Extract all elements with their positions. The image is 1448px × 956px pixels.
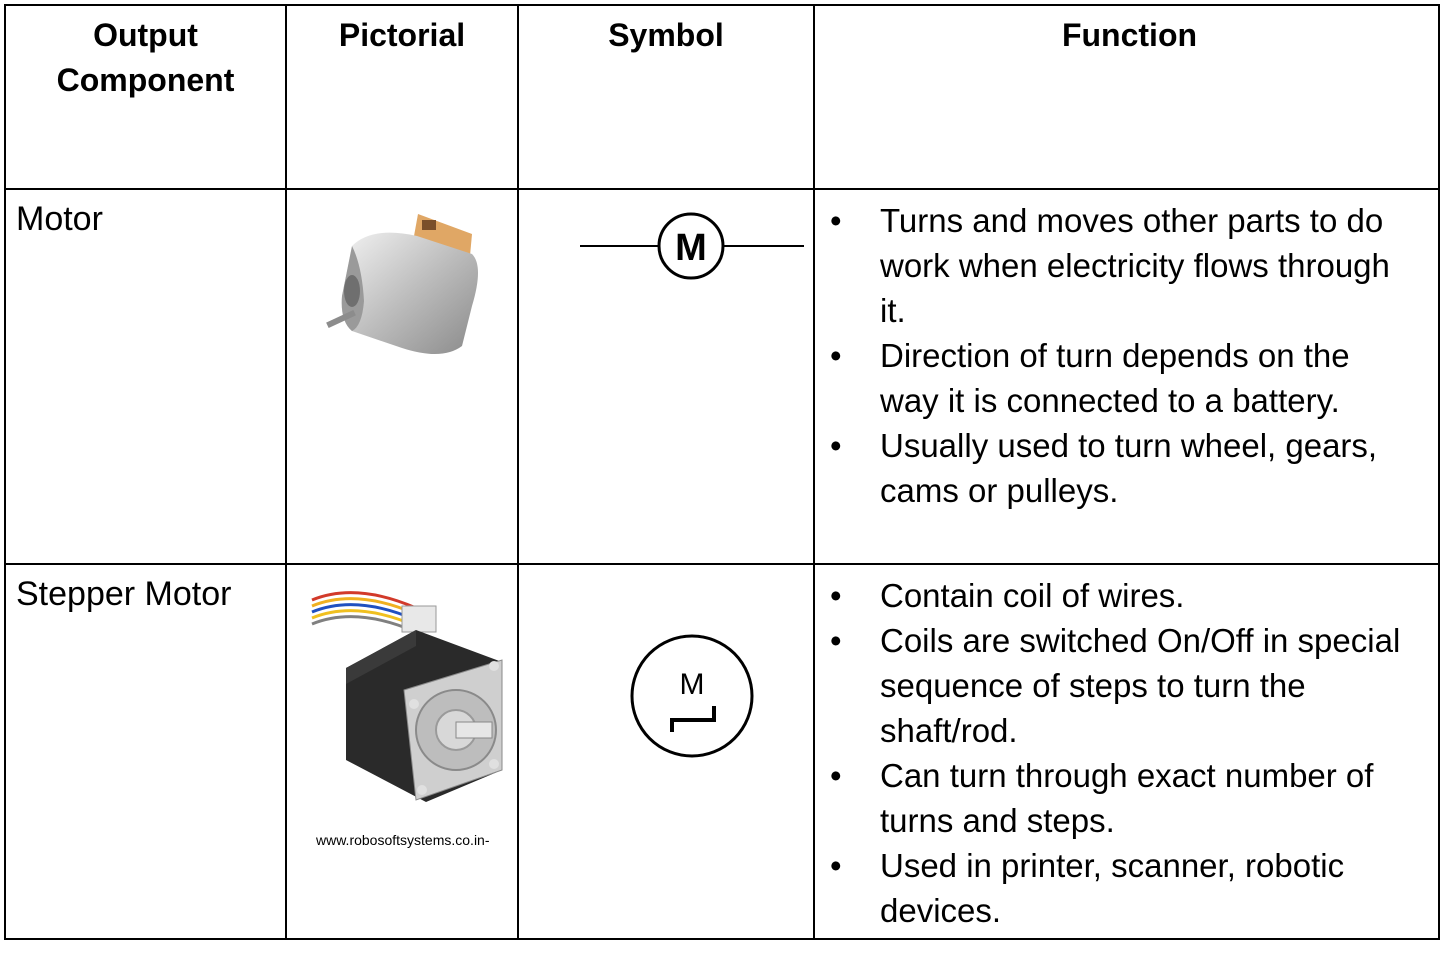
list-item: work when electricity flows through — [880, 247, 1390, 284]
bullet-glyph: • — [830, 622, 842, 659]
bullet-glyph: • — [830, 202, 842, 239]
table-border-left — [4, 4, 6, 940]
bullet-glyph: • — [830, 757, 842, 794]
bullet-glyph: • — [830, 847, 842, 884]
list-item: •Contain coil of wires. — [818, 573, 1440, 618]
component-table — [4, 4, 1440, 940]
list-item: turns and steps. — [880, 802, 1115, 839]
row-motor-name: Motor — [16, 200, 103, 238]
list-item: sequence of steps to turn the — [880, 667, 1306, 704]
col-divider-1 — [285, 4, 287, 940]
motor-symbol-letter: M — [675, 227, 707, 269]
header-function: Function — [1061, 17, 1198, 53]
row-divider-2 — [4, 563, 1440, 565]
bullet-glyph: • — [830, 427, 842, 464]
stepper-symbol-letter: M — [680, 668, 705, 701]
list-item: •Used in printer, scanner, robotic — [818, 843, 1440, 888]
bullet-glyph: • — [830, 577, 842, 614]
list-item: shaft/rod. — [880, 712, 1018, 749]
list-item: •Coils are switched On/Off in special — [818, 618, 1440, 663]
image-caption: www.robosoftsystems.co.in- — [316, 832, 490, 848]
table-border-top — [4, 4, 1440, 6]
bullet-glyph: • — [830, 337, 842, 374]
motor-function: •Turns and moves other parts to do work … — [818, 198, 1440, 513]
list-item: •Turns and moves other parts to do — [818, 198, 1440, 243]
header-output-line2: Component — [56, 62, 235, 98]
row-divider-1 — [4, 188, 1440, 190]
table-border-right — [1438, 4, 1440, 940]
list-item: •Usually used to turn wheel, gears, — [818, 423, 1440, 468]
header-symbol: Symbol — [608, 17, 724, 53]
col-divider-3 — [813, 4, 815, 940]
list-item: it. — [880, 292, 906, 329]
stepper-motor-photo — [306, 580, 512, 812]
list-item: devices. — [880, 892, 1002, 929]
row-stepper-name: Stepper Motor — [16, 575, 232, 613]
col-divider-2 — [517, 4, 519, 940]
list-item: cams or pulleys. — [880, 472, 1119, 509]
table-border-bottom — [4, 938, 1440, 940]
header-output-component: Output Component — [6, 13, 285, 103]
header-pictorial: Pictorial — [338, 17, 466, 53]
list-item: •Can turn through exact number of — [818, 753, 1440, 798]
stepper-motor-symbol: M — [628, 632, 758, 760]
list-item: •Direction of turn depends on the — [818, 333, 1440, 378]
header-output-line1: Output — [93, 17, 198, 53]
stepper-function: •Contain coil of wires. •Coils are switc… — [818, 573, 1440, 933]
motor-symbol: M — [580, 212, 806, 284]
dc-motor-photo — [322, 206, 482, 366]
list-item: way it is connected to a battery. — [880, 382, 1340, 419]
